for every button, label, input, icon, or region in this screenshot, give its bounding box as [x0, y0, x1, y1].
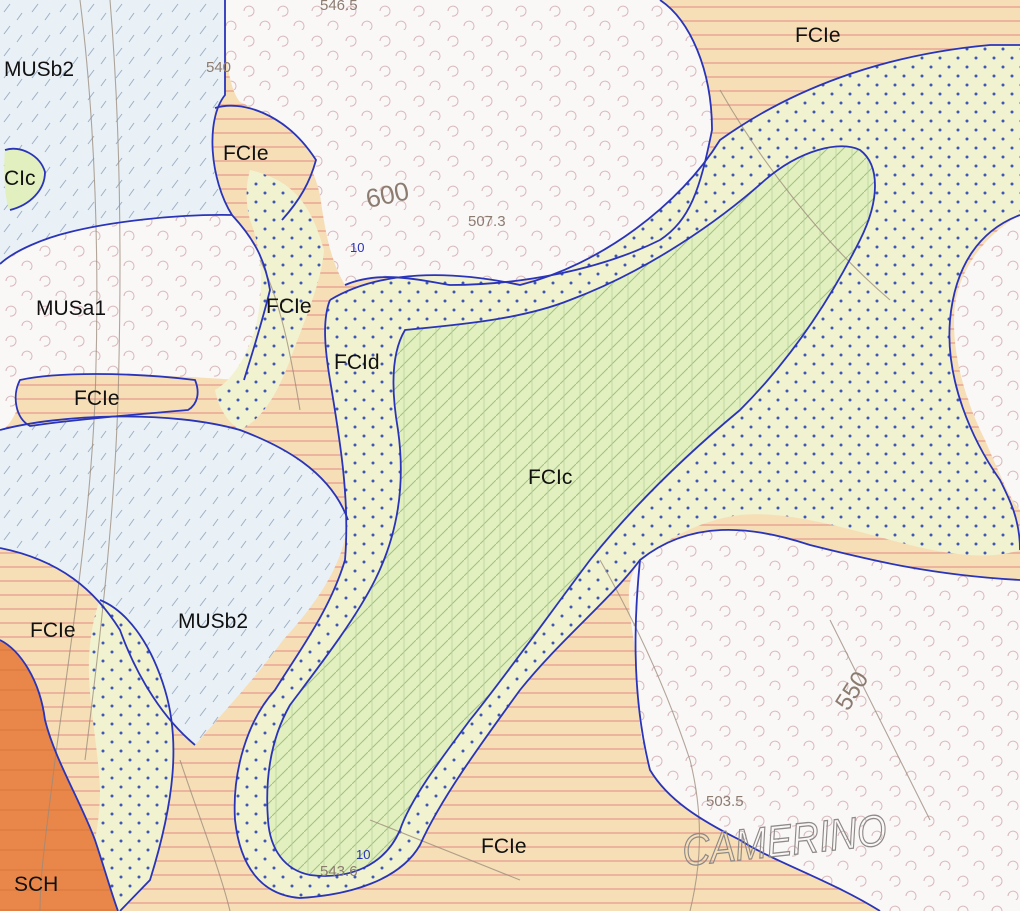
unit-label: FCIe	[266, 295, 312, 318]
unit-label: FCIe	[30, 619, 76, 642]
dip-value: 10	[356, 847, 370, 862]
unit-label: FCIe	[481, 835, 527, 858]
unit-label: FCIe	[795, 24, 841, 47]
unit-label: CIc	[4, 167, 36, 190]
unit-fcic-lens-west	[4, 148, 45, 210]
unit-musa1-east	[954, 215, 1020, 510]
elevation-label: 546.5	[320, 0, 358, 14]
unit-label: FCIe	[223, 142, 269, 165]
dip-value: 10	[350, 240, 364, 255]
unit-musb2-west	[0, 0, 232, 264]
unit-label: FCIe	[74, 387, 120, 410]
unit-labels: FCIe MUSb2 CIc FCIe MUSa1 FCIe FCId FCIe…	[4, 24, 841, 896]
elevation-label: 543.6	[320, 863, 358, 880]
elevation-label: 540	[206, 59, 231, 76]
contour-lines	[39, 0, 931, 911]
unit-label: MUSa1	[36, 297, 106, 320]
unit-label: MUSb2	[178, 610, 248, 633]
unit-fcid-southwest-strip	[70, 600, 174, 911]
unit-musa1-north	[225, 0, 712, 285]
elevation-label: 507.3	[468, 213, 506, 230]
unit-musb2-south	[0, 416, 348, 745]
unit-label: FCId	[334, 351, 380, 374]
dip-labels: 10 10	[350, 240, 370, 862]
unit-label: FCIc	[528, 466, 572, 489]
unit-label: SCH	[14, 873, 58, 896]
unit-fcid-west-strip	[215, 170, 324, 430]
unit-musa1-southeast	[628, 529, 1020, 911]
elevation-label: 503.5	[706, 793, 744, 810]
unit-label: MUSb2	[4, 58, 74, 81]
unit-sch	[0, 640, 118, 911]
